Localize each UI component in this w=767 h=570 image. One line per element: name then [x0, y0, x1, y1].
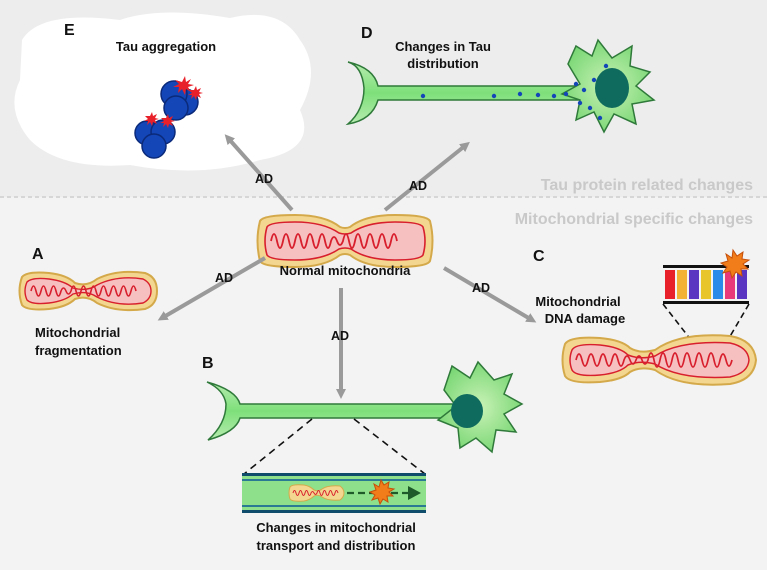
normal-mitochondria-label: Normal mitochondria [280, 263, 412, 278]
zoom-line-b-right [353, 418, 426, 475]
panel-e-letter: E [64, 22, 75, 39]
section-title-mito: Mitochondrial specific changes [515, 211, 753, 228]
panel-b-title-line2: transport and distribution [257, 538, 416, 553]
panel-c-letter: C [533, 248, 545, 265]
arrow-to-e [224, 134, 294, 212]
dna-strand [663, 248, 751, 304]
section-title-tau: Tau protein related changes [541, 177, 753, 194]
panel-a-title-line2: fragmentation [35, 343, 122, 358]
arrow-to-d [383, 141, 470, 212]
axon-cross-section [242, 473, 426, 513]
neuron-b [206, 360, 524, 454]
ad-label-c: AD [472, 281, 490, 295]
panel-e-title: Tau aggregation [116, 39, 216, 54]
ad-label-d: AD [409, 179, 427, 193]
panel-a-letter: A [32, 246, 44, 263]
ad-label-b: AD [331, 329, 349, 343]
arrows [157, 134, 537, 399]
damaged-mitochondria [561, 334, 758, 386]
panel-b-title-line1: Changes in mitochondrial [256, 520, 416, 535]
panel-d-title-line1: Changes in Tau [395, 39, 491, 54]
ad-label-a: AD [215, 271, 233, 285]
arrow-to-a [157, 256, 267, 321]
neuron-d-nucleus [595, 68, 629, 108]
arrow-to-c [442, 266, 537, 323]
panel-c-title-line2: DNA damage [545, 311, 625, 326]
tau-aggregate-cluster-1 [160, 76, 203, 121]
neuron-b-nucleus [451, 394, 483, 428]
zoom-line-b-left [243, 418, 313, 475]
transported-mitochondria [288, 484, 345, 502]
neuron-d [345, 38, 656, 134]
panel-c-title-line1: Mitochondrial [535, 294, 620, 309]
ad-label-e: AD [255, 172, 273, 186]
panel-d-letter: D [361, 25, 373, 42]
panel-b-letter: B [202, 355, 214, 372]
zoom-line-c-left [662, 303, 713, 368]
tau-aggregate-cluster-2 [134, 112, 176, 159]
panel-d-title-line2: distribution [407, 56, 479, 71]
panel-a-title-line1: Mitochondrial [35, 325, 120, 340]
normal-mitochondria [256, 213, 434, 269]
fragmented-mitochondria [18, 270, 159, 312]
